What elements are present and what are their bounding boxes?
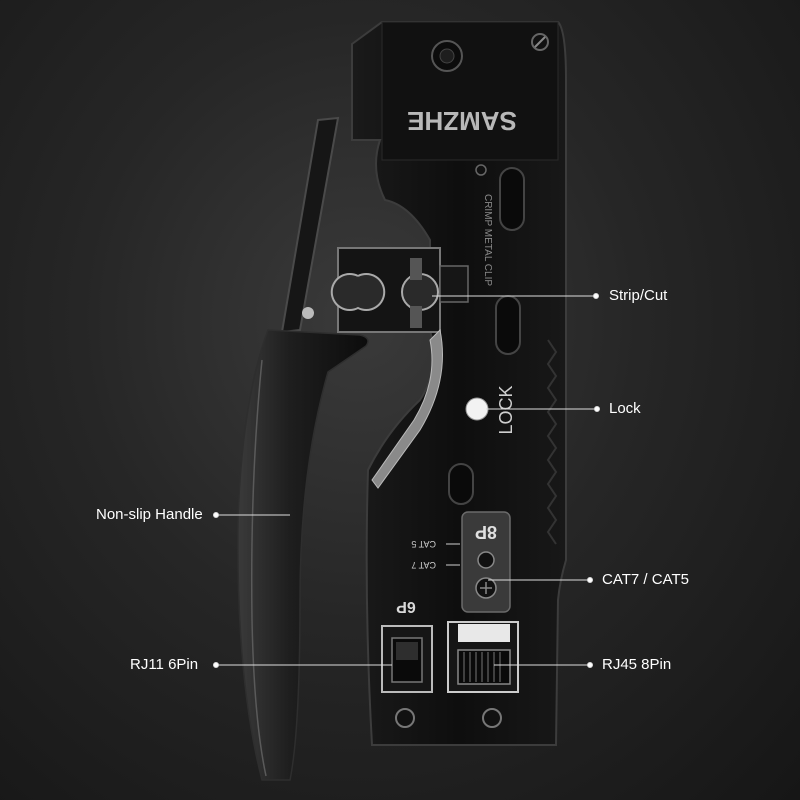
port-8p-label: 8P [475,522,497,542]
callout-non-slip-handle: Non-slip Handle [96,506,203,523]
cat-selector-plate: 8P [461,511,511,613]
callout-strip-cut: Strip/Cut [609,287,668,304]
lever-pivot [302,307,314,319]
callout-rj11: RJ11 6Pin [130,656,199,673]
lock-engraving: LOCK [496,385,516,434]
non-slip-handle [237,329,369,781]
brand-logo: SAMZHE [407,106,517,136]
cat7-marking: CAT 7 [411,560,436,570]
port-6p-label: 6P [396,598,416,615]
slot-lower [448,463,474,505]
bottom-left-screw [395,708,415,728]
slot-upper [499,167,525,231]
strip-cut-die [330,247,469,333]
callout-lock: Lock [609,400,641,417]
crimp-metal-clip-label: CRIMP METAL CLIP [482,194,493,286]
blade-edge [371,328,443,489]
cat5-marking: CAT 5 [411,539,436,549]
callout-rj45: RJ45 8Pin [602,656,672,673]
lock-button [465,397,489,421]
slot-middle [495,295,521,355]
bottom-right-screw [482,708,502,728]
rj45-port [447,621,519,693]
callout-leaders [213,293,600,668]
serrated-edge [546,339,558,545]
callout-cat7-cat5: CAT7 / CAT5 [602,571,689,588]
rj11-port [381,625,433,693]
lever-arm [280,116,340,334]
